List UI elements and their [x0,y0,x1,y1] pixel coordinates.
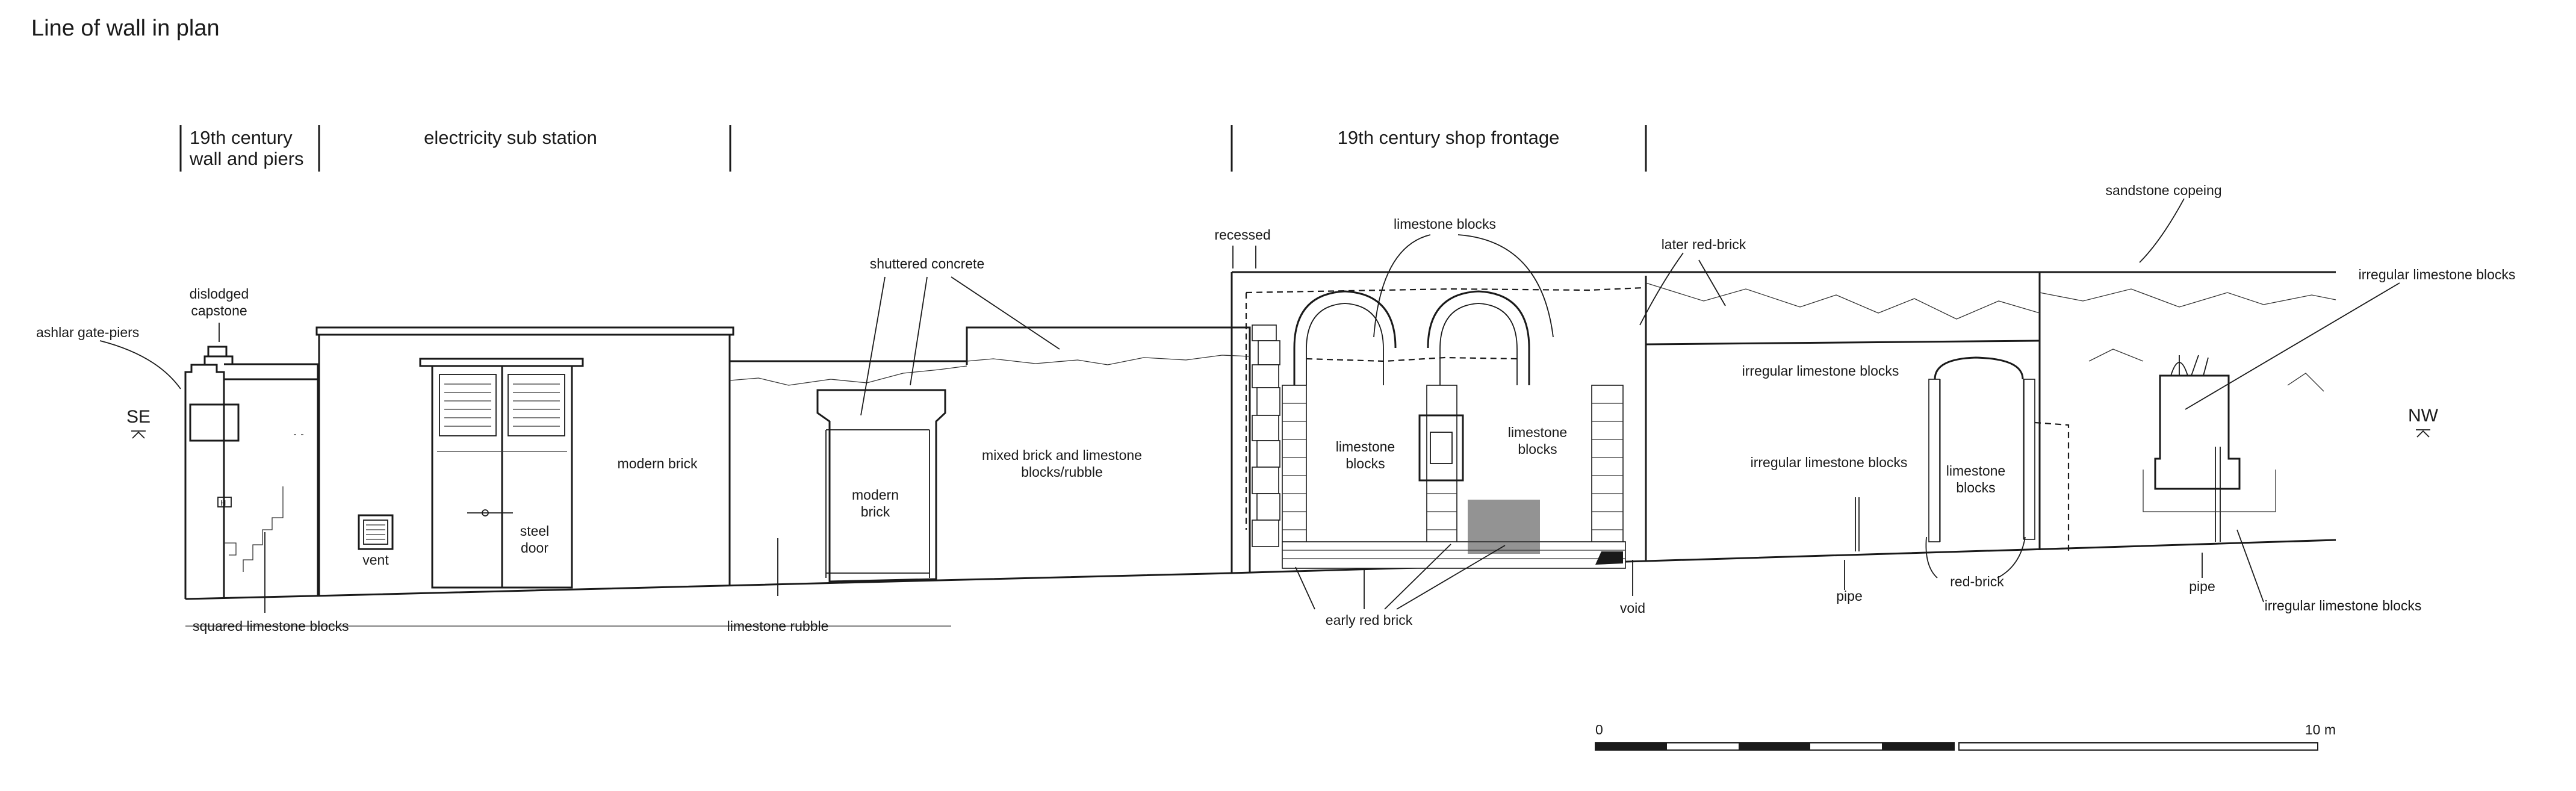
label-modern-brick-2-line1: modern [852,487,899,503]
label-dislodged-line1: dislodged [190,286,249,302]
label-mixed-line2: blocks/rubble [1021,464,1103,480]
zone-shop-frontage: 19th century shop frontage [1338,127,1560,148]
brick-piers [1282,385,1624,566]
label-ashlar-gate-piers: ashlar gate-piers [36,324,139,340]
se-direction-marker: SE [126,407,151,439]
label-sandstone: sandstone copeing [2105,182,2221,198]
label-limestone-b-line1: limestone [1508,424,1567,440]
label-irregular-right: irregular limestone blocks [2359,267,2516,282]
leader-lines [99,198,2400,613]
nw-direction-marker: NW [2408,406,2439,438]
label-pipe-1: pipe [1836,588,1862,604]
early-red-brick-base [1282,500,1626,569]
label-steel-line2: door [521,540,548,556]
label-modern-brick-2-line2: brick [861,504,890,520]
se-label: SE [126,407,151,427]
zone-dividers [179,125,1647,172]
zone-wall-piers-line2: wall and piers [189,148,304,169]
label-limestone-a-line2: blocks [1345,456,1385,471]
label-recessed: recessed [1214,227,1270,243]
zone-wall-piers-line1: 19th century [190,127,293,148]
gate-pier-section: H [184,346,319,599]
label-limestone-a-line1: limestone [1336,439,1395,454]
label-limestone-b-line2: blocks [1518,441,1557,457]
label-limestone-c-line2: blocks [1956,480,1995,495]
label-later-red-brick: later red-brick [1662,237,1746,252]
hydrant-mark: H [220,498,226,507]
label-early-red-brick: early red brick [1326,612,1413,628]
label-limestone-rubble: limestone rubble [727,618,829,634]
label-irregular-2: irregular limestone blocks [1751,454,1908,470]
label-vent: vent [362,552,389,568]
label-pipe-2: pipe [2189,579,2215,594]
shop-frontage-section [1231,271,2336,573]
label-irregular-bottom: irregular limestone blocks [2265,598,2422,613]
label-shuttered-concrete: shuttered concrete [870,256,985,271]
wall-elevation: H [184,271,2336,627]
label-irregular-1: irregular limestone blocks [1742,363,1899,379]
label-squared-limestone: squared limestone blocks [193,618,349,634]
zone-substation: electricity sub station [424,127,597,148]
pier-coursing [1282,403,1623,548]
label-modern-brick-1: modern brick [618,456,698,471]
door-louvres [444,383,560,427]
label-mixed-line1: mixed brick and limestone [982,447,1142,463]
scale-bar: 0 10 m [1595,722,2336,751]
label-red-brick: red-brick [1950,574,2004,589]
concrete-section [729,326,1251,583]
label-limestone-blocks-top: limestone blocks [1394,216,1496,232]
label-dislodged-line2: capstone [191,303,247,318]
substation-building [315,326,734,596]
scale-end-label: 10 m [2305,722,2336,737]
left-stone-quoins [1252,324,1280,547]
ground-line [185,539,2336,600]
label-limestone-c-line1: limestone [1946,463,2005,479]
label-steel-line1: steel [520,523,550,539]
nw-label: NW [2408,406,2439,426]
drawing-title: Line of wall in plan [31,16,220,41]
scale-start-label: 0 [1595,722,1603,737]
label-void: void [1620,600,1645,616]
